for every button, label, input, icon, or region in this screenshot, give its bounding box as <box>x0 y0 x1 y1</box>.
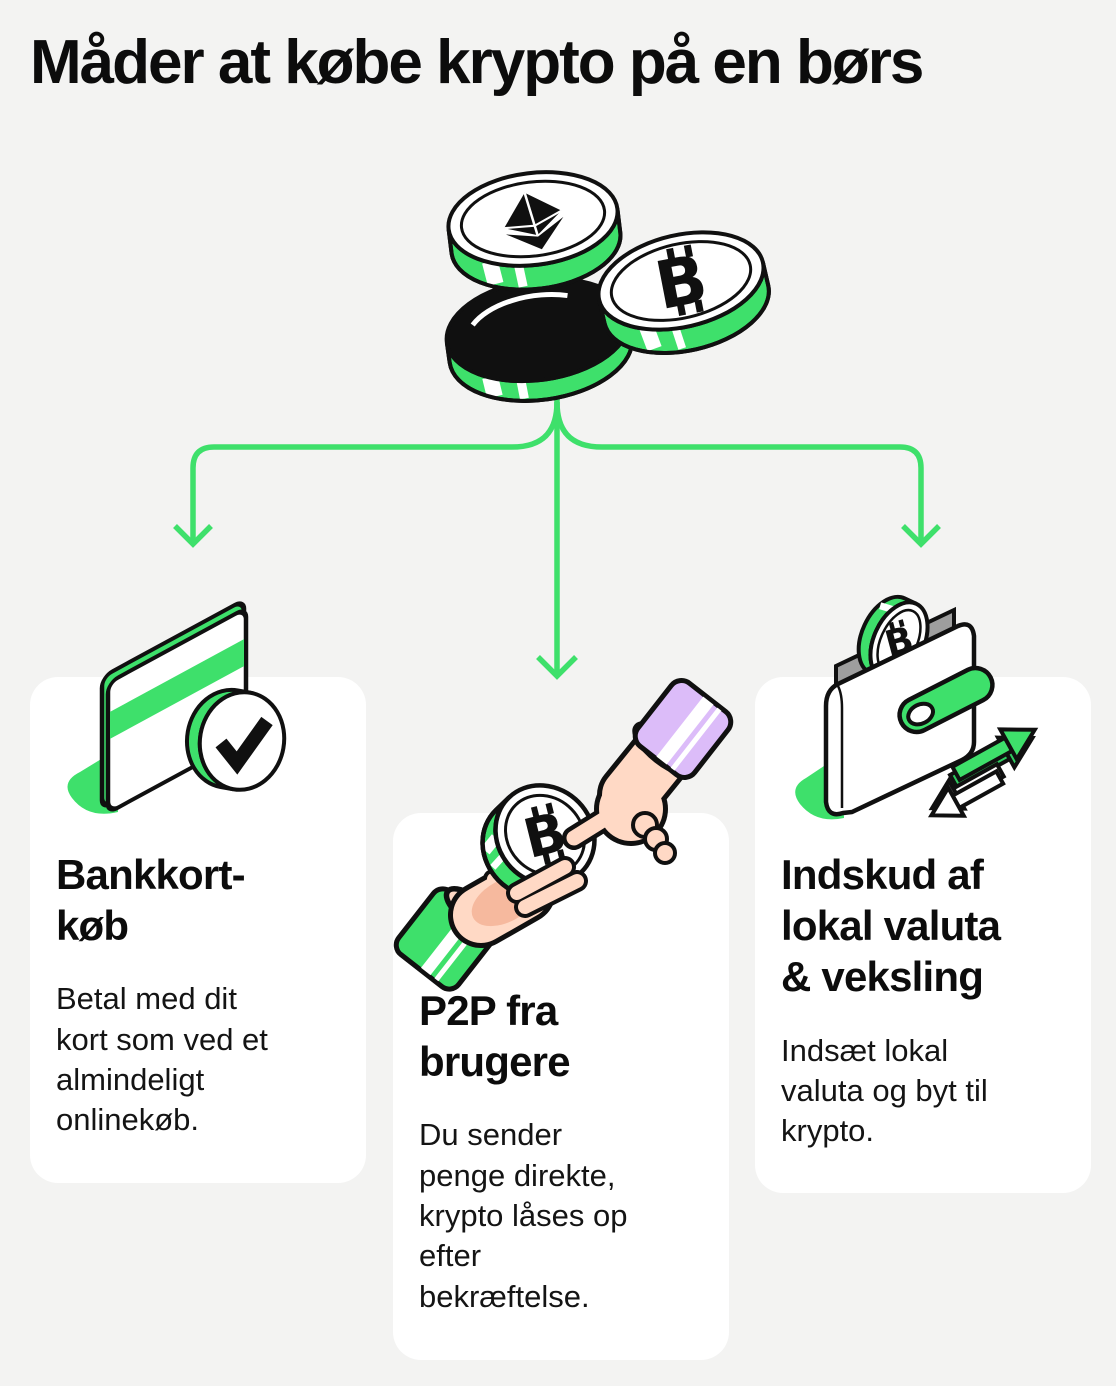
arrow-branch-right <box>554 401 924 544</box>
left-hand-fingers <box>506 856 588 918</box>
card-p2p-heading: P2P fra brugere <box>419 987 571 1086</box>
right-hand <box>562 678 734 865</box>
card-p2p: P2P fra brugere Du sender penge direkte,… <box>393 813 729 1360</box>
bitcoin-coin-icon: B <box>596 230 771 356</box>
ethereum-logo <box>504 192 564 250</box>
card-bank-heading: Bankkort- køb <box>56 851 246 950</box>
flow-arrows <box>173 388 941 680</box>
p2p-hands-icon: B <box>393 678 734 992</box>
checkmark-coin <box>184 687 287 792</box>
checkmark <box>215 716 273 775</box>
arrowhead-left <box>173 524 213 548</box>
bank-card-check-icon <box>67 601 287 814</box>
arrowhead-center <box>536 655 578 680</box>
arrow-down-icon <box>927 761 1007 818</box>
arrow-branch-left <box>190 401 560 544</box>
wallet-exchange-icon: B <box>795 594 1039 820</box>
arrowhead-right <box>901 524 941 548</box>
curled-fingers <box>631 811 677 865</box>
bank-card <box>99 601 249 812</box>
card-deposit-heading: Indskud af lokal valuta & veksling <box>781 851 1001 1001</box>
black-coin-icon <box>444 276 635 403</box>
card-deposit-body: Indsæt lokal valuta og byt til krypto. <box>781 1032 988 1149</box>
wallet-strap <box>897 665 995 735</box>
crypto-coins-stack-icon: B <box>444 170 771 403</box>
page-title: Måder at købe krypto på en børs <box>30 28 924 97</box>
purple-cuff <box>632 678 734 780</box>
ethereum-coin-icon <box>446 170 623 292</box>
card-p2p-body: Du sender penge direkte, krypto låses op… <box>419 1117 628 1314</box>
card-bank-body: Betal med dit kort som ved et almindelig… <box>56 981 268 1138</box>
